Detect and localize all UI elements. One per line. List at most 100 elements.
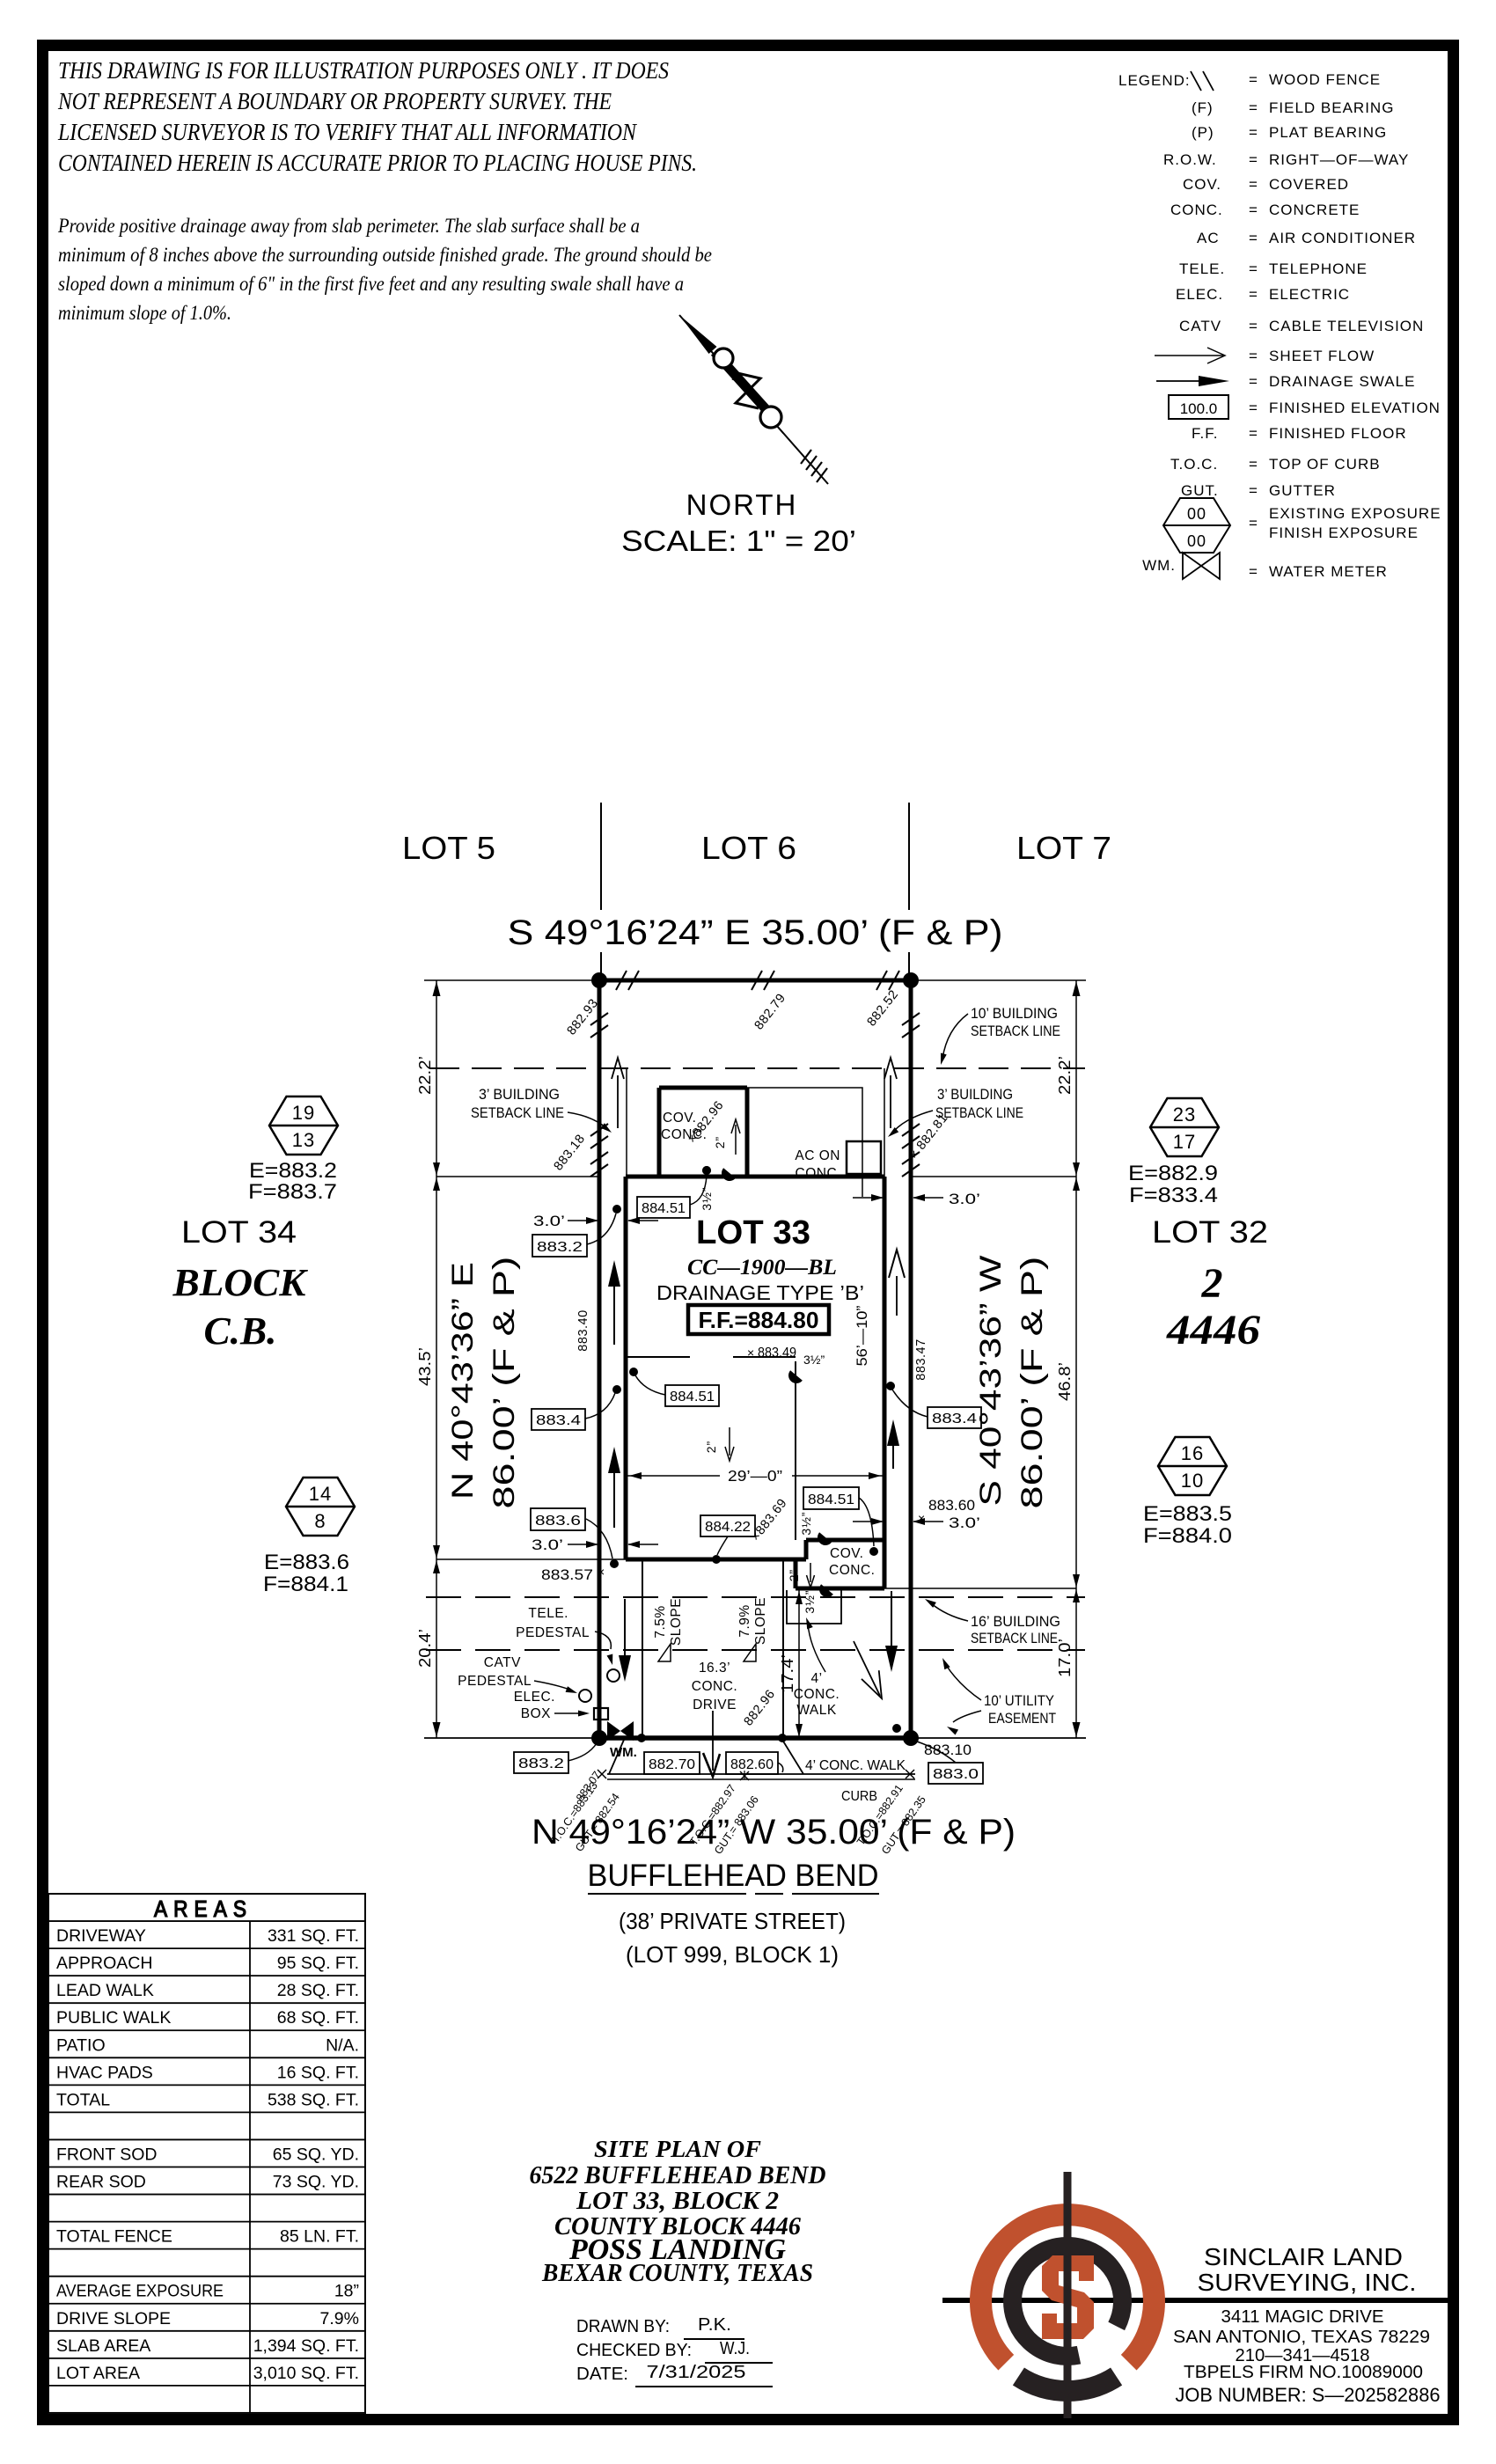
svg-text:TOP OF CURB: TOP OF CURB [1269,456,1381,473]
svg-text:LOT 33: LOT 33 [696,1214,810,1251]
svg-text:COVERED: COVERED [1269,176,1349,193]
svg-text:SHEET FLOW: SHEET FLOW [1269,348,1375,364]
svg-text:JOB NUMBER: S—202582886: JOB NUMBER: S—202582886 [1176,2384,1441,2406]
svg-text:P.K.: P.K. [698,2315,731,2335]
svg-text:AREAS: AREAS [154,1896,253,1922]
svg-text:7.9%: 7.9% [737,1604,752,1637]
svg-text:=: = [1249,151,1258,168]
svg-text:22.2’: 22.2’ [1056,1056,1074,1095]
svg-text:SITE PLAN OF: SITE PLAN OF [594,2136,761,2162]
svg-text:883.2: 883.2 [518,1756,564,1771]
svg-text:SCALE: 1" = 20’: SCALE: 1" = 20’ [621,524,856,557]
svg-text:TELE.: TELE. [1179,260,1225,277]
svg-text:(F): (F) [1192,99,1214,116]
svg-text:AVERAGE EXPOSURE: AVERAGE EXPOSURE [56,2282,224,2301]
svg-text:N 49°16’24” W 35.00’ (F & P): N 49°16’24” W 35.00’ (F & P) [532,1813,1016,1852]
svg-text:PEDESTAL: PEDESTAL [516,1625,590,1640]
svg-text:882.60: 882.60 [730,1757,774,1772]
svg-text:FIELD BEARING: FIELD BEARING [1269,99,1394,116]
svg-text:POSS LANDING: POSS LANDING [568,2233,786,2266]
svg-text:LOT 6: LOT 6 [701,830,796,866]
svg-text:00: 00 [1187,532,1206,550]
svg-text:538 SQ. FT.: 538 SQ. FT. [268,2090,359,2109]
svg-text:RIGHT—OF—WAY: RIGHT—OF—WAY [1269,151,1409,168]
svg-text:CABLE TELEVISION: CABLE TELEVISION [1269,318,1424,334]
svg-text:883.4: 883.4 [536,1413,581,1428]
svg-text:883.2: 883.2 [537,1240,583,1255]
svg-text:T.O.C.: T.O.C. [1170,456,1218,473]
svg-text:=: = [1249,286,1258,303]
svg-text:BEXAR COUNTY, TEXAS: BEXAR COUNTY, TEXAS [541,2260,813,2287]
svg-text:DRAINAGE TYPE ’B’: DRAINAGE TYPE ’B’ [656,1281,864,1304]
svg-text:1,394 SQ. FT.: 1,394 SQ. FT. [253,2336,359,2356]
svg-text:SETBACK LINE: SETBACK LINE [971,1023,1060,1039]
svg-text:16’ BUILDING: 16’ BUILDING [971,1613,1060,1630]
svg-text:=: = [1249,318,1258,334]
svg-text:BUFFLEHEAD BEND: BUFFLEHEAD BEND [588,1859,879,1893]
svg-text:CC—1900—BL: CC—1900—BL [687,1256,837,1280]
svg-text:14: 14 [309,1483,332,1505]
svg-text:3.0’: 3.0’ [533,1214,565,1229]
svg-text:68 SQ. FT.: 68 SQ. FT. [277,2008,359,2028]
svg-text:4’: 4’ [810,1671,822,1686]
svg-text:22.2’: 22.2’ [416,1056,434,1095]
svg-text:CATV: CATV [484,1655,521,1670]
svg-text:=: = [1249,260,1258,277]
svg-text:3,010 SQ. FT.: 3,010 SQ. FT. [253,2364,359,2383]
svg-text:331 SQ. FT.: 331 SQ. FT. [268,1926,359,1946]
svg-text:FINISHED FLOOR: FINISHED FLOOR [1269,425,1407,442]
svg-text:=: = [1249,176,1258,193]
svg-text:17.4’: 17.4’ [779,1654,796,1693]
svg-text:883.57: 883.57 [541,1567,593,1583]
svg-text:LEAD WALK: LEAD WALK [56,1981,154,2000]
svg-text:10: 10 [1181,1470,1204,1492]
svg-text:N 40°43’36” E: N 40°43’36” E [446,1262,480,1500]
svg-text:F=883.7: F=883.7 [248,1180,337,1204]
svg-text:WOOD FENCE: WOOD FENCE [1269,71,1381,88]
svg-text:883.47: 883.47 [914,1338,928,1380]
svg-text:SLOPE: SLOPE [753,1597,768,1645]
svg-text:=: = [1249,456,1258,473]
svg-text:65 SQ. YD.: 65 SQ. YD. [273,2145,359,2164]
svg-text:19: 19 [292,1102,315,1124]
svg-text:86.00’ (F & P): 86.00’ (F & P) [1016,1257,1049,1509]
svg-text:AC ON: AC ON [795,1148,840,1163]
svg-text:8: 8 [314,1510,326,1532]
svg-text:(P): (P) [1192,124,1214,141]
svg-text:CONCRETE: CONCRETE [1269,202,1360,218]
svg-text:DRAWN BY:: DRAWN BY: [576,2317,670,2336]
svg-text:17: 17 [1173,1131,1196,1153]
svg-text:TELEPHONE: TELEPHONE [1269,260,1368,277]
svg-text:3’ BUILDING: 3’ BUILDING [937,1086,1013,1103]
svg-text:883.40: 883.40 [576,1309,590,1351]
svg-text:E=883.6: E=883.6 [264,1551,349,1574]
svg-text:CURB: CURB [841,1789,877,1804]
svg-text:LOT 34: LOT 34 [181,1215,297,1250]
svg-text:3½”: 3½” [803,1589,817,1613]
svg-text:LOT 32: LOT 32 [1152,1215,1268,1250]
svg-text:=: = [1249,124,1258,141]
svg-text:3’ BUILDING: 3’ BUILDING [479,1086,560,1103]
svg-text:2: 2 [1201,1260,1224,1307]
svg-text:R.O.W.: R.O.W. [1163,151,1217,168]
svg-text:F=884.1: F=884.1 [263,1573,348,1596]
svg-text:sloped down a minimum of 6" in: sloped down a minimum of 6" in the first… [58,273,684,295]
svg-text:SURVEYING, INC.: SURVEYING, INC. [1198,2269,1417,2296]
svg-text:=: = [1249,482,1258,499]
svg-text:WALK: WALK [796,1703,837,1718]
svg-text:16.3’: 16.3’ [699,1661,730,1676]
svg-text:CONC.: CONC. [1170,202,1223,218]
svg-text:7/31/2025: 7/31/2025 [647,2363,746,2382]
svg-text:2”: 2” [787,1569,801,1581]
svg-text:=: = [1249,400,1258,416]
svg-text:DRAINAGE SWALE: DRAINAGE SWALE [1269,373,1415,390]
svg-text:3.0’: 3.0’ [949,1515,980,1531]
svg-text:minimum slope of 1.0%.: minimum slope of 1.0%. [58,302,231,324]
svg-text:883.49: 883.49 [758,1346,796,1360]
svg-text:(38’ PRIVATE STREET): (38’ PRIVATE STREET) [619,1908,846,1934]
svg-text:00: 00 [1187,505,1206,523]
svg-text:F.F.: F.F. [1192,425,1218,442]
svg-text:LOT 5: LOT 5 [402,830,495,866]
svg-text:LEGEND:: LEGEND: [1118,72,1191,89]
svg-text:3½”: 3½” [700,1186,714,1210]
